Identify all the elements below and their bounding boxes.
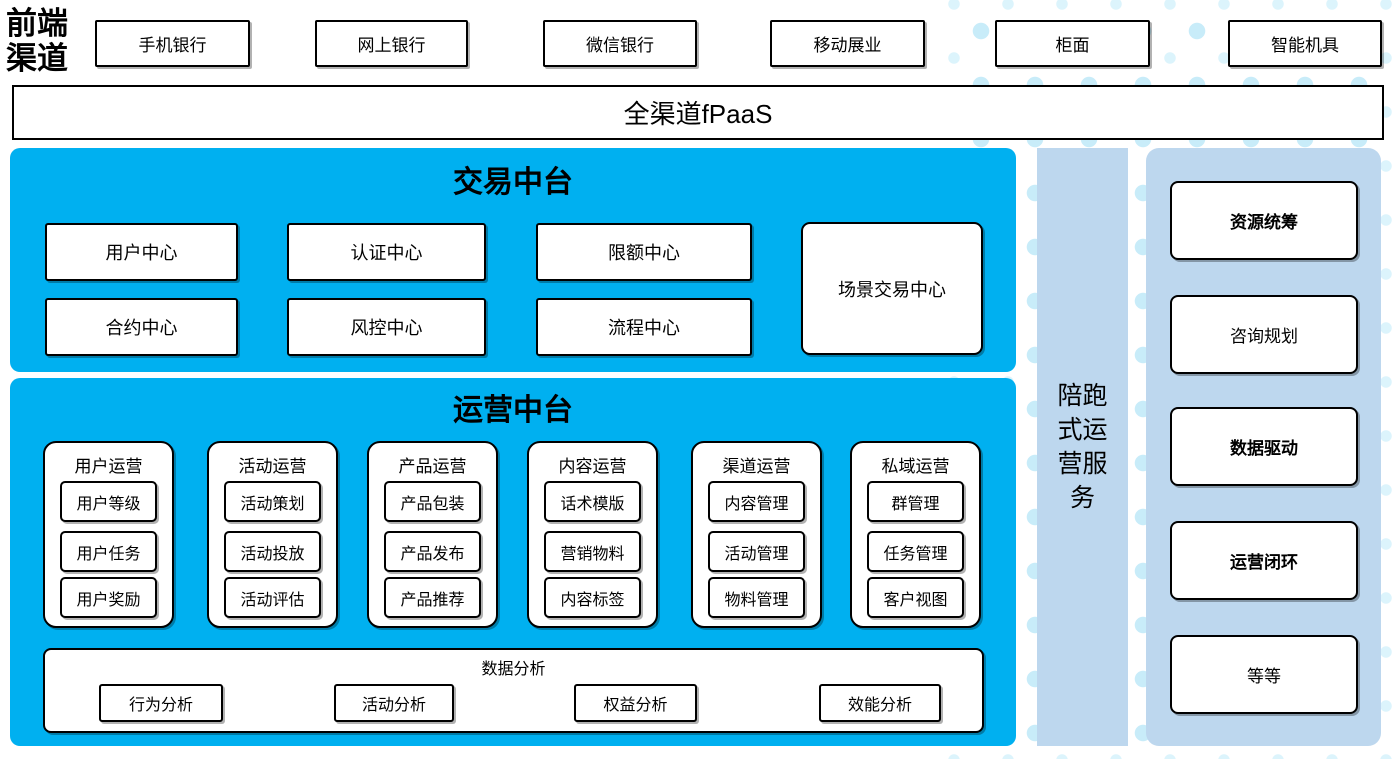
group-channel-operations: 渠道运营 内容管理 活动管理 物料管理 <box>691 441 822 628</box>
material-management-box: 物料管理 <box>708 577 805 618</box>
data-driven-box: 数据驱动 <box>1170 407 1358 486</box>
group-title: 活动运营 <box>238 457 307 476</box>
script-template-box: 话术模版 <box>544 481 641 522</box>
activity-delivery-box: 活动投放 <box>224 531 321 572</box>
user-level-box: 用户等级 <box>60 481 157 522</box>
front-channel-label: 前端渠道 <box>6 6 68 76</box>
group-title: 私域运营 <box>881 457 950 476</box>
benefit-analysis-box: 权益分析 <box>574 684 697 722</box>
group-content-operations: 内容运营 话术模版 营销物料 内容标签 <box>527 441 658 628</box>
task-management-box: 任务管理 <box>867 531 964 572</box>
user-task-box: 用户任务 <box>60 531 157 572</box>
user-reward-box: 用户奖励 <box>60 577 157 618</box>
limit-center-box: 限额中心 <box>536 223 752 281</box>
accompanying-ops-service-label: 陪跑式运营服务 <box>1057 382 1108 512</box>
group-user-operations: 用户运营 用户等级 用户任务 用户奖励 <box>43 441 174 628</box>
behavior-analysis-box: 行为分析 <box>99 684 223 722</box>
ops-closed-loop-box: 运营闭环 <box>1170 521 1358 600</box>
group-private-domain-operations: 私域运营 群管理 任务管理 客户视图 <box>850 441 981 628</box>
group-title: 内容运营 <box>558 457 627 476</box>
data-analysis-container: 数据分析 行为分析 活动分析 权益分析 效能分析 <box>43 648 984 733</box>
activity-management-box: 活动管理 <box>708 531 805 572</box>
accompanying-ops-service-strip: 陪跑式运营服务 <box>1037 148 1128 746</box>
operations-platform-panel: 运营中台 用户运营 用户等级 用户任务 用户奖励 活动运营 活动策划 活动投放 … <box>10 378 1016 746</box>
trade-platform-title: 交易中台 <box>453 166 573 199</box>
channel-box-smart-devices: 智能机具 <box>1228 20 1382 67</box>
activity-evaluation-box: 活动评估 <box>224 577 321 618</box>
risk-center-box: 风控中心 <box>287 298 486 356</box>
operations-platform-title: 运营中台 <box>453 394 573 427</box>
group-activity-operations: 活动运营 活动策划 活动投放 活动评估 <box>207 441 338 628</box>
trade-platform-panel: 交易中台 用户中心 认证中心 限额中心 合约中心 风控中心 流程中心 场景交易中… <box>10 148 1016 372</box>
content-tag-box: 内容标签 <box>544 577 641 618</box>
marketing-material-box: 营销物料 <box>544 531 641 572</box>
channel-box-mobile-banking: 手机银行 <box>95 20 250 67</box>
process-center-box: 流程中心 <box>536 298 752 356</box>
scenario-trade-center-box: 场景交易中心 <box>801 222 983 355</box>
data-analysis-title: 数据分析 <box>481 661 546 678</box>
group-management-box: 群管理 <box>867 481 964 522</box>
group-title: 渠道运营 <box>722 457 791 476</box>
contract-center-box: 合约中心 <box>45 298 238 356</box>
customer-view-box: 客户视图 <box>867 577 964 618</box>
resource-coordination-box: 资源统筹 <box>1170 181 1358 260</box>
content-management-box: 内容管理 <box>708 481 805 522</box>
etc-box: 等等 <box>1170 635 1358 714</box>
activity-planning-box: 活动策划 <box>224 481 321 522</box>
auth-center-box: 认证中心 <box>287 223 486 281</box>
channel-box-wechat-banking: 微信银行 <box>543 20 697 67</box>
omnichannel-fpaas-bar: 全渠道fPaaS <box>12 85 1384 140</box>
group-title: 用户运营 <box>74 457 143 476</box>
product-release-box: 产品发布 <box>384 531 481 572</box>
channel-box-online-banking: 网上银行 <box>315 20 468 67</box>
group-product-operations: 产品运营 产品包装 产品发布 产品推荐 <box>367 441 498 628</box>
product-packaging-box: 产品包装 <box>384 481 481 522</box>
service-items-panel: 资源统筹 咨询规划 数据驱动 运营闭环 等等 <box>1146 148 1381 746</box>
channel-box-counter: 柜面 <box>995 20 1150 67</box>
product-recommendation-box: 产品推荐 <box>384 577 481 618</box>
group-title: 产品运营 <box>398 457 467 476</box>
consulting-planning-box: 咨询规划 <box>1170 295 1358 374</box>
channel-box-mobile-sales: 移动展业 <box>770 20 925 67</box>
activity-analysis-box: 活动分析 <box>334 684 454 722</box>
efficiency-analysis-box: 效能分析 <box>819 684 941 722</box>
user-center-box: 用户中心 <box>45 223 238 281</box>
